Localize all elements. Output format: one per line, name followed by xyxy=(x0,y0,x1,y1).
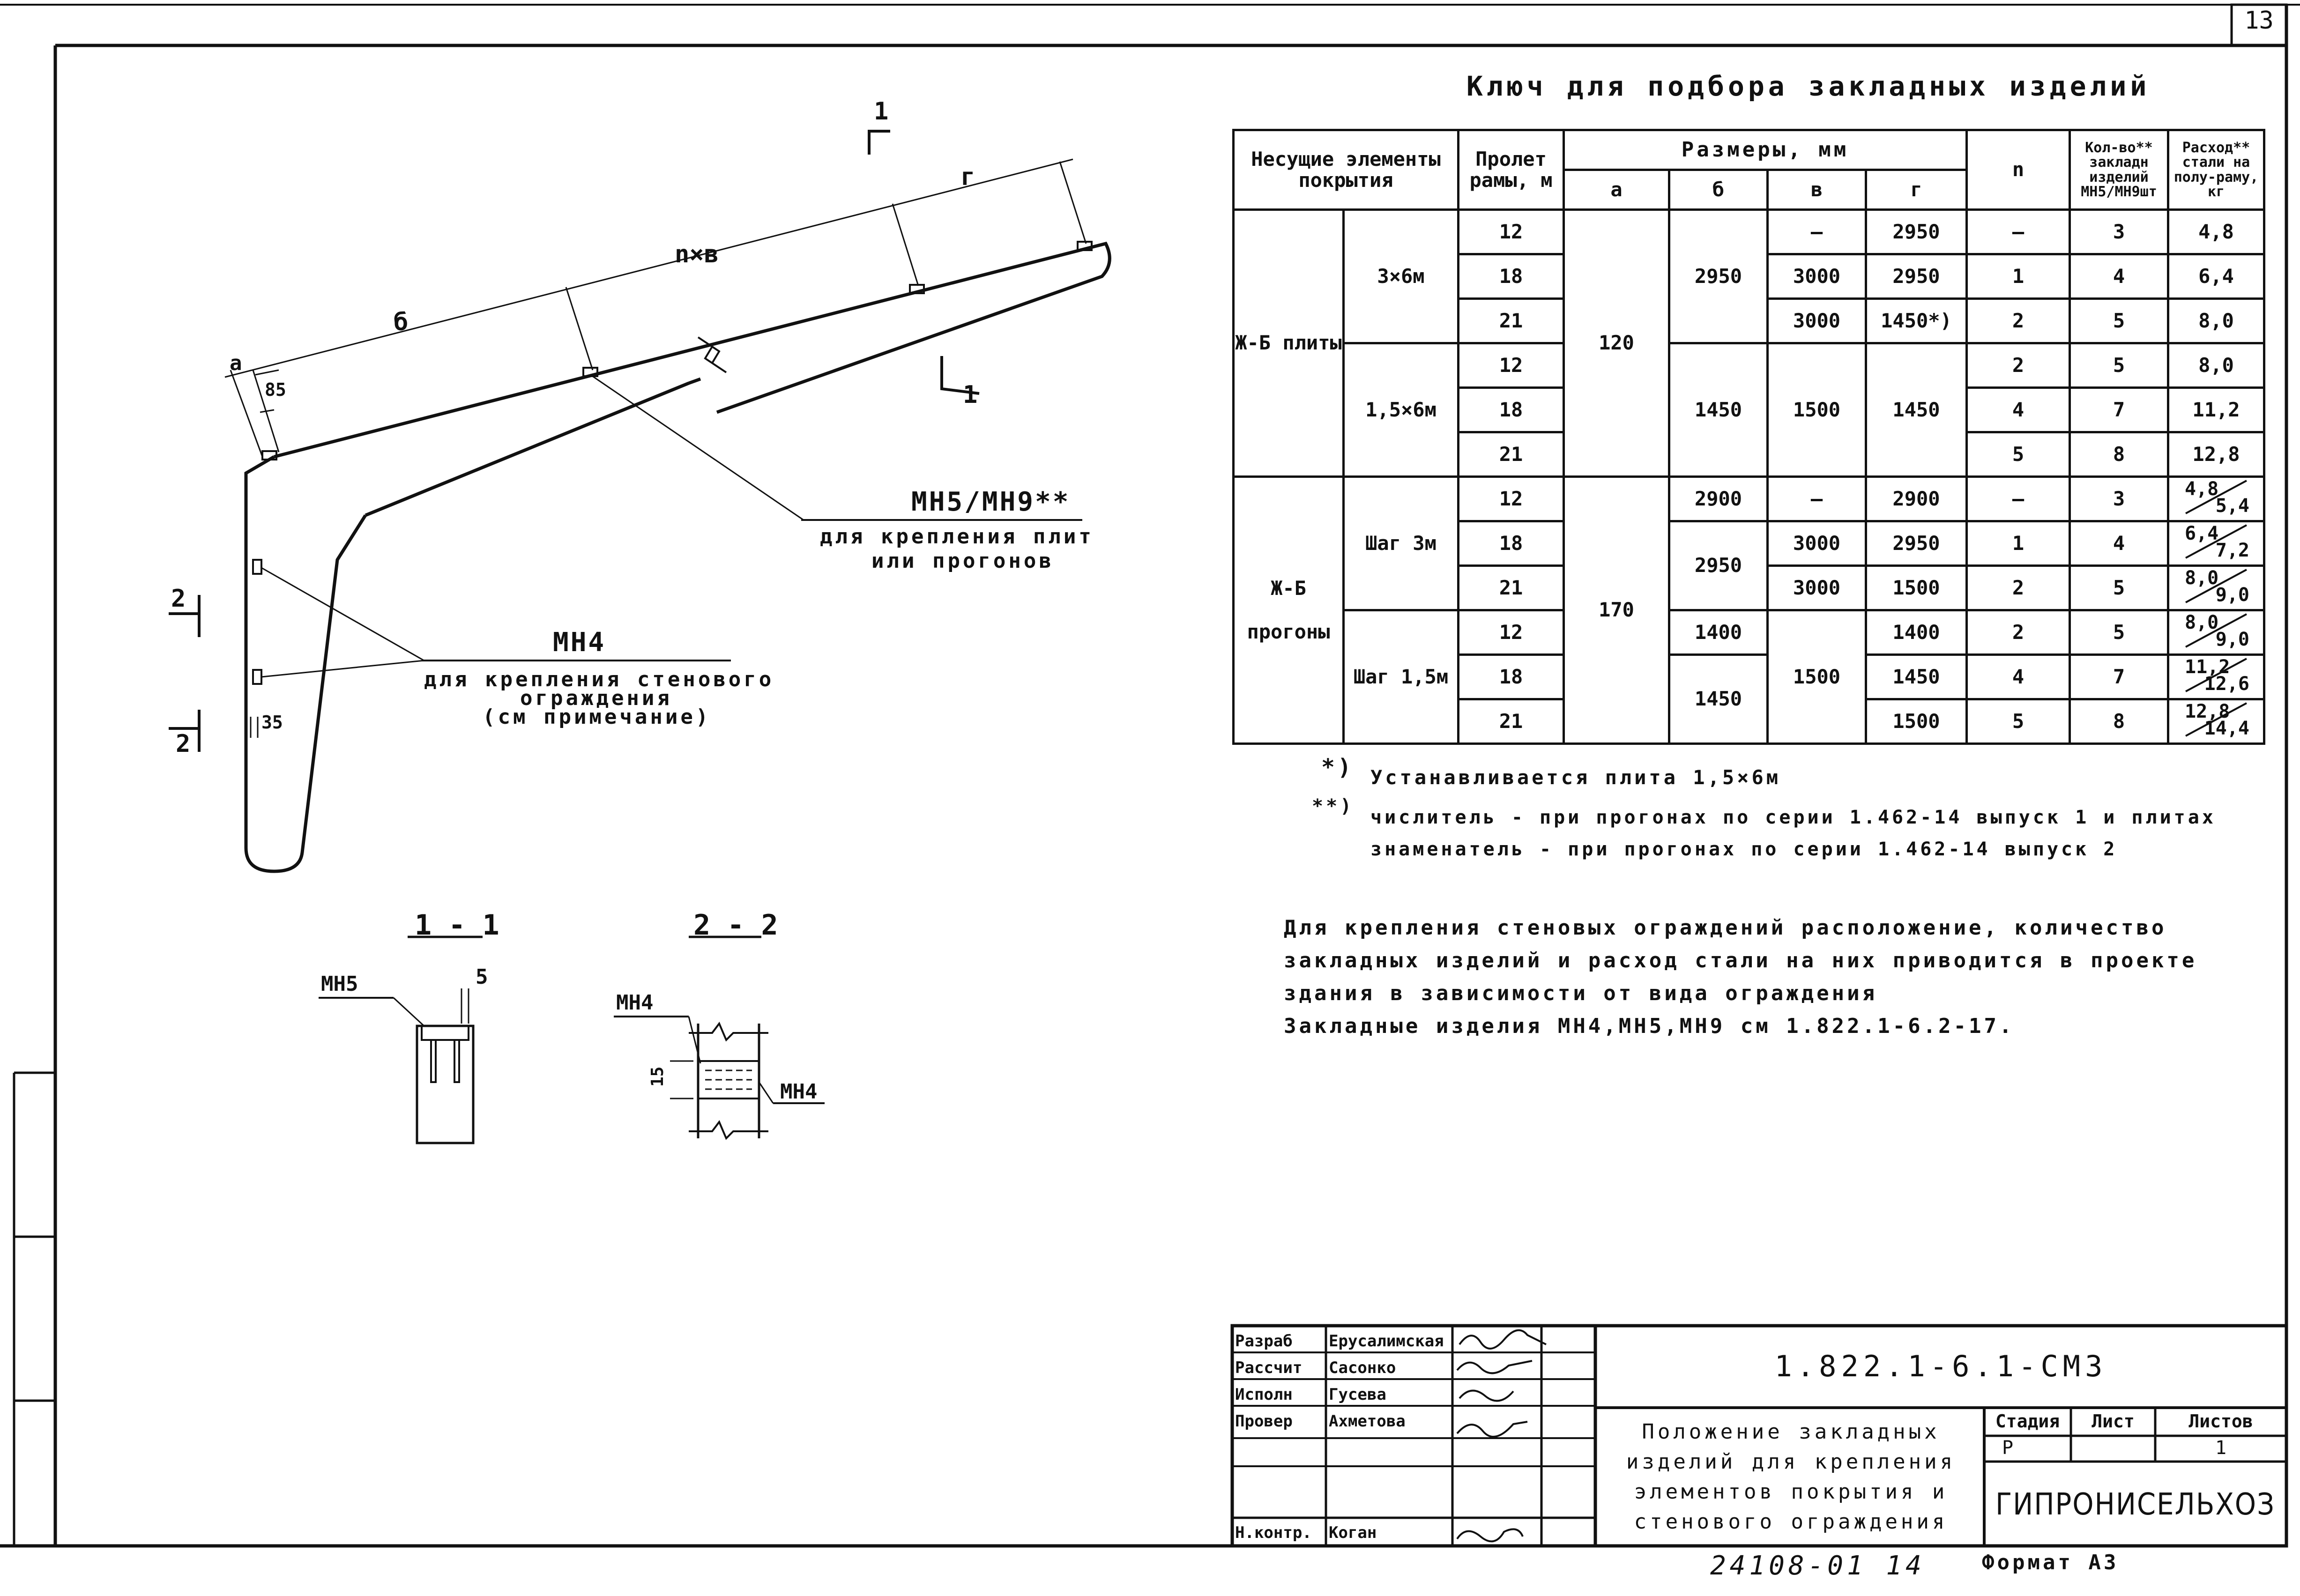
dim-35: 35 xyxy=(261,712,283,733)
note-line-4: Закладные изделия МН4,МН5,МН9 см 1.822.1… xyxy=(1284,1014,2015,1038)
section-2-top: 2 xyxy=(171,585,186,613)
header-g: г xyxy=(1865,169,1968,211)
section-1-1-mh5: МН5 xyxy=(321,972,358,996)
purlin-step-1-5: Шаг 1,5м xyxy=(1342,609,1459,745)
role-control: Н.контр. xyxy=(1235,1523,1312,1542)
section-2-2-mh4-b: МН4 xyxy=(780,1080,817,1104)
mh59-label: МН5/МН9** xyxy=(911,487,1070,517)
title-block-roles: Разраб Рассчит Исполн Провер xyxy=(1235,1332,1303,1431)
title-block-names: Ерусалимская Сасонко Гусева Ахметова xyxy=(1329,1332,1444,1431)
slab-size-3x6: 3×6м xyxy=(1342,208,1459,344)
note-line-3: здания в зависимости от вида ограждения xyxy=(1284,981,1878,1005)
purlin-step-3: Шаг 3м xyxy=(1342,475,1459,611)
section-1-bottom: 1 xyxy=(963,381,977,409)
drawing-title: Положение закладных изделий для креплени… xyxy=(1626,1420,1956,1534)
header-elements: Несущие элементы покрытия xyxy=(1232,129,1459,211)
footnote-mark-1: *) xyxy=(1321,754,1354,780)
sheet-number: 13 xyxy=(2244,7,2274,35)
sheets-value: 1 xyxy=(2215,1437,2227,1459)
table-row: 21 5 8 12,8 xyxy=(1234,431,2265,478)
dim-nv: n×в xyxy=(675,240,719,268)
slab-a: 120 xyxy=(1563,208,1670,478)
section-2-2-title: 2 - 2 xyxy=(693,909,778,942)
footnote-2b: знаменатель - при прогонах по серии 1.46… xyxy=(1370,839,2118,860)
header-span: Пролет рамы, м xyxy=(1457,129,1565,211)
mh4-desc-3: (см примечание) xyxy=(483,705,711,729)
footnote-mark-2: **) xyxy=(1312,795,1355,817)
slab-size-1-5x6: 1,5×6м xyxy=(1342,342,1459,478)
mh59-desc-1: для крепления плит xyxy=(820,525,1094,549)
dim-b: б xyxy=(394,308,408,336)
section-2-bottom: 2 xyxy=(176,730,190,758)
section-2-2-dim: 15 xyxy=(648,1067,667,1087)
group-slabs: Ж-Б плиты xyxy=(1232,208,1345,478)
section-2-2-mh4-a: МН4 xyxy=(616,991,653,1015)
key-table: Несущие элементы покрытия Пролет рамы, м… xyxy=(1232,129,2265,745)
header-count: Кол-во** закладн изделий МН5/МН9шт xyxy=(2069,129,2169,211)
header-a: а xyxy=(1563,169,1670,211)
sheets-header: Листов xyxy=(2188,1411,2253,1432)
section-1-top: 1 xyxy=(874,97,888,126)
note-line-1: Для крепления стеновых ограждений распол… xyxy=(1284,916,2167,940)
header-b: б xyxy=(1668,169,1769,211)
inventory-number: 24108-01 14 xyxy=(1710,1551,1925,1581)
mh4-desc-2: ограждения xyxy=(520,686,672,710)
table-row: 18 3000 2950 1 4 6,4 xyxy=(1234,253,2265,300)
group-purlins: Ж-Б прогоны xyxy=(1232,475,1345,745)
header-sizes: Размеры, мм xyxy=(1563,129,1968,171)
table-row: Ж-Б прогоны Шаг 3м 12 170 2900 — 2900 — … xyxy=(1232,475,2265,745)
sheet-header: Лист xyxy=(2092,1411,2135,1432)
dim-a: а xyxy=(230,351,242,375)
stage-value: Р xyxy=(2002,1437,2014,1459)
paper-format: Формат А3 xyxy=(1982,1551,2119,1574)
document-code: 1.822.1-6.1-СМ3 xyxy=(1774,1349,2107,1383)
stage-header: Стадия xyxy=(1995,1411,2060,1432)
table-row: 21 3000 1450*) 2 5 8,0 xyxy=(1234,297,2265,344)
mh59-desc-2: или прогонов xyxy=(871,549,1054,573)
header-steel: Расход** стали на полу-раму, кг xyxy=(2167,129,2265,211)
mh4-label: МН4 xyxy=(553,627,606,658)
section-1-1-title: 1 - 1 xyxy=(415,909,499,942)
footnote-1: Устанавливается плита 1,5×6м xyxy=(1370,766,1781,789)
header-v: в xyxy=(1766,169,1867,211)
mh4-desc-1: для крепления стенового xyxy=(424,668,774,691)
note-line-2: закладных изделий и расход стали на них … xyxy=(1284,949,2197,972)
footnote-2a: числитель - при прогонах по серии 1.462-… xyxy=(1370,807,2216,828)
organization: ГИПРОНИСЕЛЬХОЗ xyxy=(1995,1487,2275,1522)
name-control: Коган xyxy=(1329,1523,1377,1542)
table-row: Ж-Б плиты 3×6м 12 120 2950 — 2950 — 3 4,… xyxy=(1232,208,2265,478)
dim-85: 85 xyxy=(265,379,286,400)
dim-g: г xyxy=(960,163,975,191)
table-row: 18 4 7 11,2 xyxy=(1234,386,2265,433)
section-1-1-dim: 5 xyxy=(476,965,488,989)
purlin-a: 170 xyxy=(1563,475,1670,745)
key-table-title: Ключ для подбора закладных изделий xyxy=(1466,70,2151,102)
table-row: 1,5×6м 12 1450 1500 1450 2 5 8,0 xyxy=(1234,342,2265,478)
header-n: n xyxy=(1965,129,2071,211)
